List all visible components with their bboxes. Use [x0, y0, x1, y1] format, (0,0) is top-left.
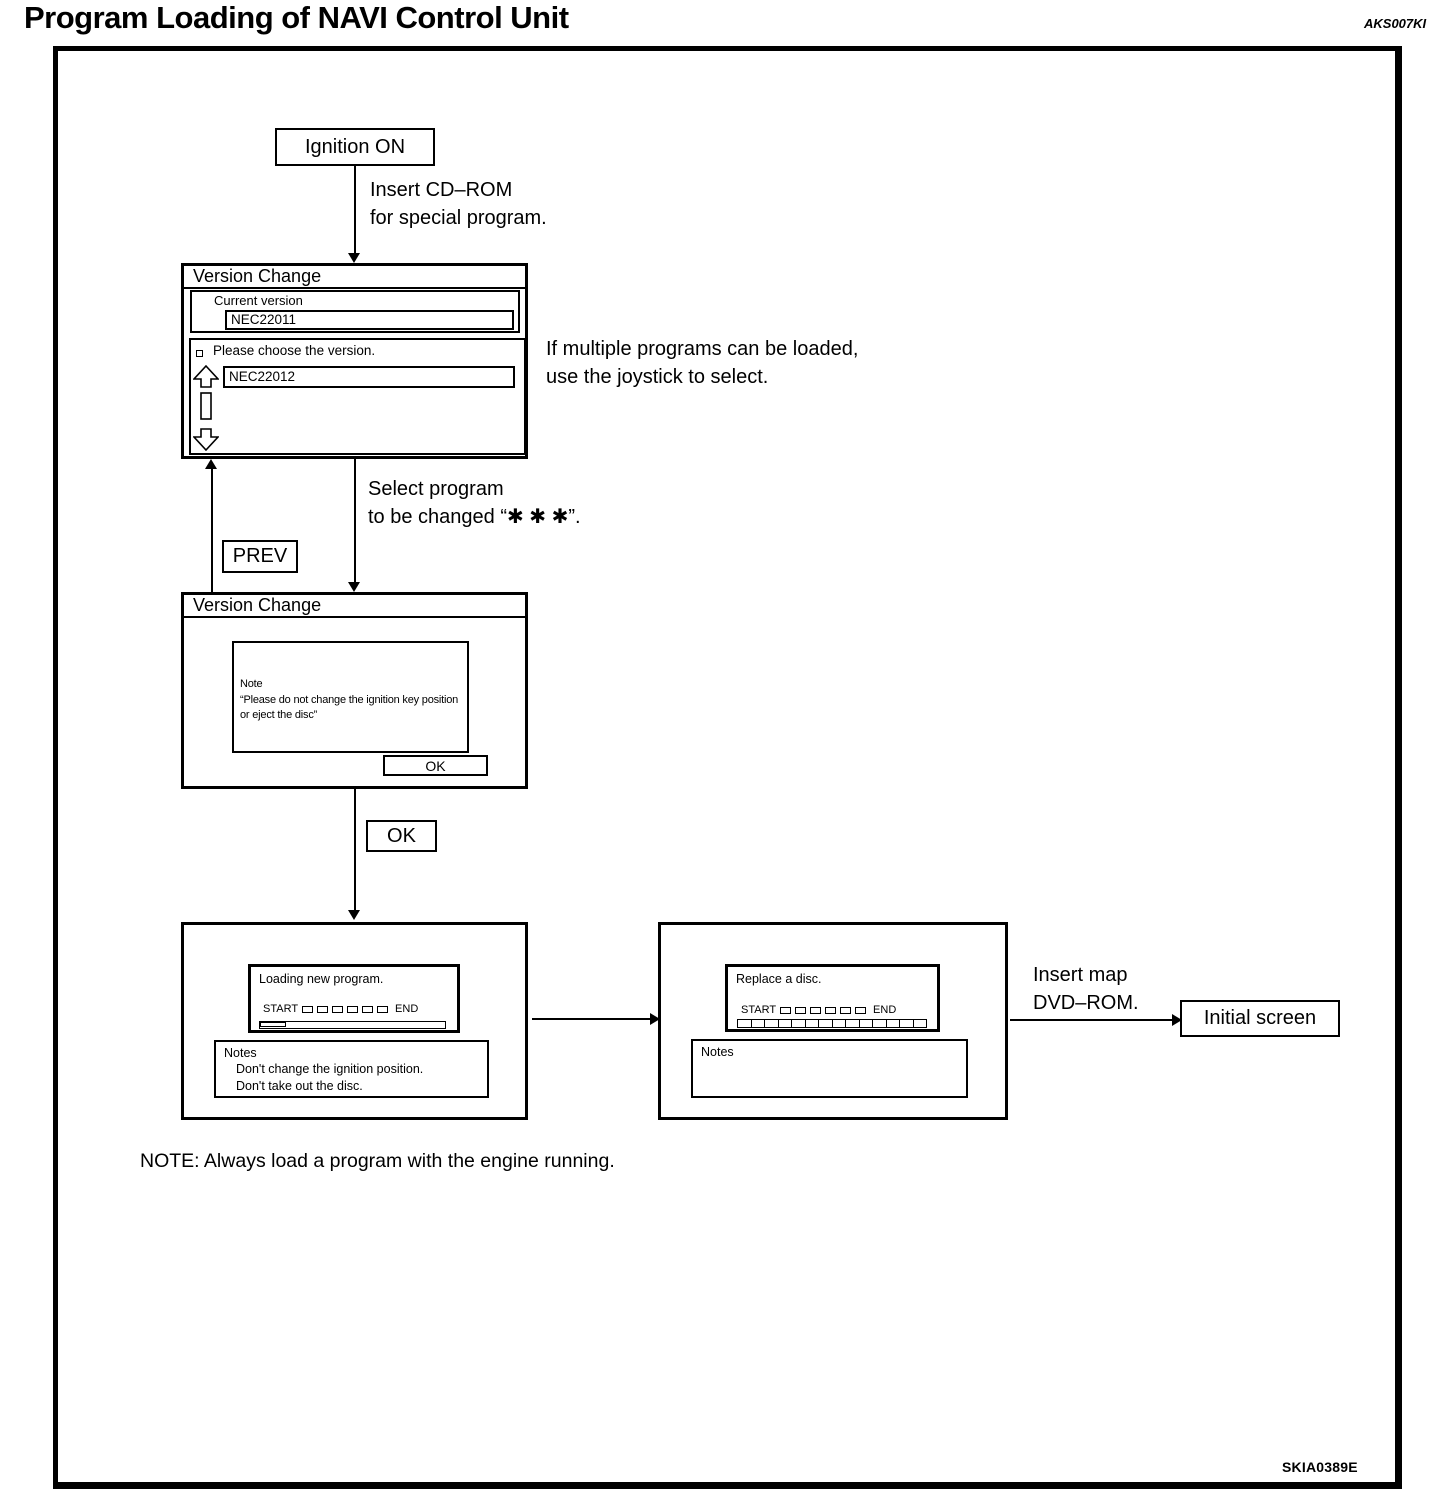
- connector-note-to-version-select: [211, 469, 213, 593]
- loading-progress-bar: [259, 1021, 446, 1029]
- note-dialog-ok-button: OK: [383, 755, 488, 776]
- figure-frame: Ignition ON Insert CD–ROM for special pr…: [53, 46, 1402, 1489]
- footer-note: NOTE: Always load a program with the eng…: [140, 1150, 615, 1172]
- multi-program-annotation: If multiple programs can be loaded, use …: [546, 338, 859, 388]
- connector-ignition-to-version-select: [354, 166, 356, 254]
- ignition-on-label: Ignition ON: [304, 135, 406, 158]
- arrowhead-right-icon: [650, 1013, 660, 1025]
- connector-loading-to-replace: [532, 1018, 650, 1020]
- reference-code: AKS007KI: [1364, 16, 1427, 31]
- choose-version-prompt: Please choose the version.: [213, 343, 376, 358]
- replace-progress-bar: [737, 1019, 927, 1028]
- ok-node: OK: [366, 820, 437, 852]
- note-screen-title: Version Change: [184, 595, 525, 618]
- ok-label: OK: [387, 824, 416, 847]
- version-select-screen-title: Version Change: [184, 266, 525, 289]
- arrowhead-up-icon: [205, 459, 217, 469]
- choose-version-group: Please choose the version. NEC22012: [189, 338, 526, 455]
- connector-replace-to-initial: [1010, 1019, 1172, 1021]
- prev-label: PREV: [232, 545, 288, 567]
- initial-screen-node: Initial screen: [1180, 1000, 1340, 1037]
- replace-display: Replace a disc. START END: [725, 964, 940, 1032]
- replace-notes-box: Notes: [691, 1039, 968, 1098]
- loading-message: Loading new program.: [259, 972, 384, 986]
- page-title: Program Loading of NAVI Control Unit: [24, 0, 569, 35]
- note-dialog-text: Note “Please do not change the ignition …: [240, 678, 459, 721]
- choose-version-field: NEC22012: [223, 366, 515, 388]
- connector-note-to-loading: [354, 789, 356, 911]
- figure-code: SKIA0389E: [1282, 1459, 1358, 1475]
- bullet-square-icon: [196, 350, 203, 357]
- version-select-screen: Version Change Current version NEC22011 …: [181, 263, 528, 459]
- connector-version-select-to-note: [354, 459, 356, 583]
- progress-segments: [302, 1005, 392, 1013]
- select-program-annotation: Select program to be changed “✱ ✱ ✱”.: [368, 478, 581, 528]
- replace-disc-screen: Replace a disc. START END Notes: [658, 922, 1008, 1120]
- arrowhead-down-icon: [348, 253, 360, 263]
- current-version-field: NEC22011: [225, 310, 514, 330]
- insert-cdrom-annotation: Insert CD–ROM for special program.: [370, 179, 547, 229]
- initial-screen-label: Initial screen: [1203, 1007, 1317, 1029]
- note-screen: Version Change Note “Please do not chang…: [181, 592, 528, 789]
- note-dialog: Note “Please do not change the ignition …: [232, 641, 469, 753]
- current-version-group: Current version NEC22011: [190, 290, 520, 333]
- replace-message: Replace a disc.: [736, 972, 822, 986]
- scroll-up-down-icon: [193, 365, 219, 451]
- progress-indicator: [260, 1022, 286, 1027]
- current-version-label: Current version: [214, 293, 303, 308]
- arrowhead-right-icon: [1172, 1014, 1182, 1026]
- loading-display: Loading new program. START END: [248, 964, 460, 1033]
- insert-dvd-annotation: Insert map DVD–ROM.: [1033, 964, 1139, 1014]
- replace-progress-row: START END: [741, 1004, 897, 1016]
- loading-notes-box: Notes Don't change the ignition position…: [214, 1040, 489, 1098]
- loading-progress-row: START END: [263, 1003, 419, 1015]
- loading-screen: Loading new program. START END Notes Don…: [181, 922, 528, 1120]
- progress-segments: [780, 1006, 870, 1014]
- prev-node: PREV: [222, 540, 298, 573]
- arrowhead-down-icon: [348, 582, 360, 592]
- arrowhead-down-icon: [348, 910, 360, 920]
- ignition-on-node: Ignition ON: [275, 128, 435, 166]
